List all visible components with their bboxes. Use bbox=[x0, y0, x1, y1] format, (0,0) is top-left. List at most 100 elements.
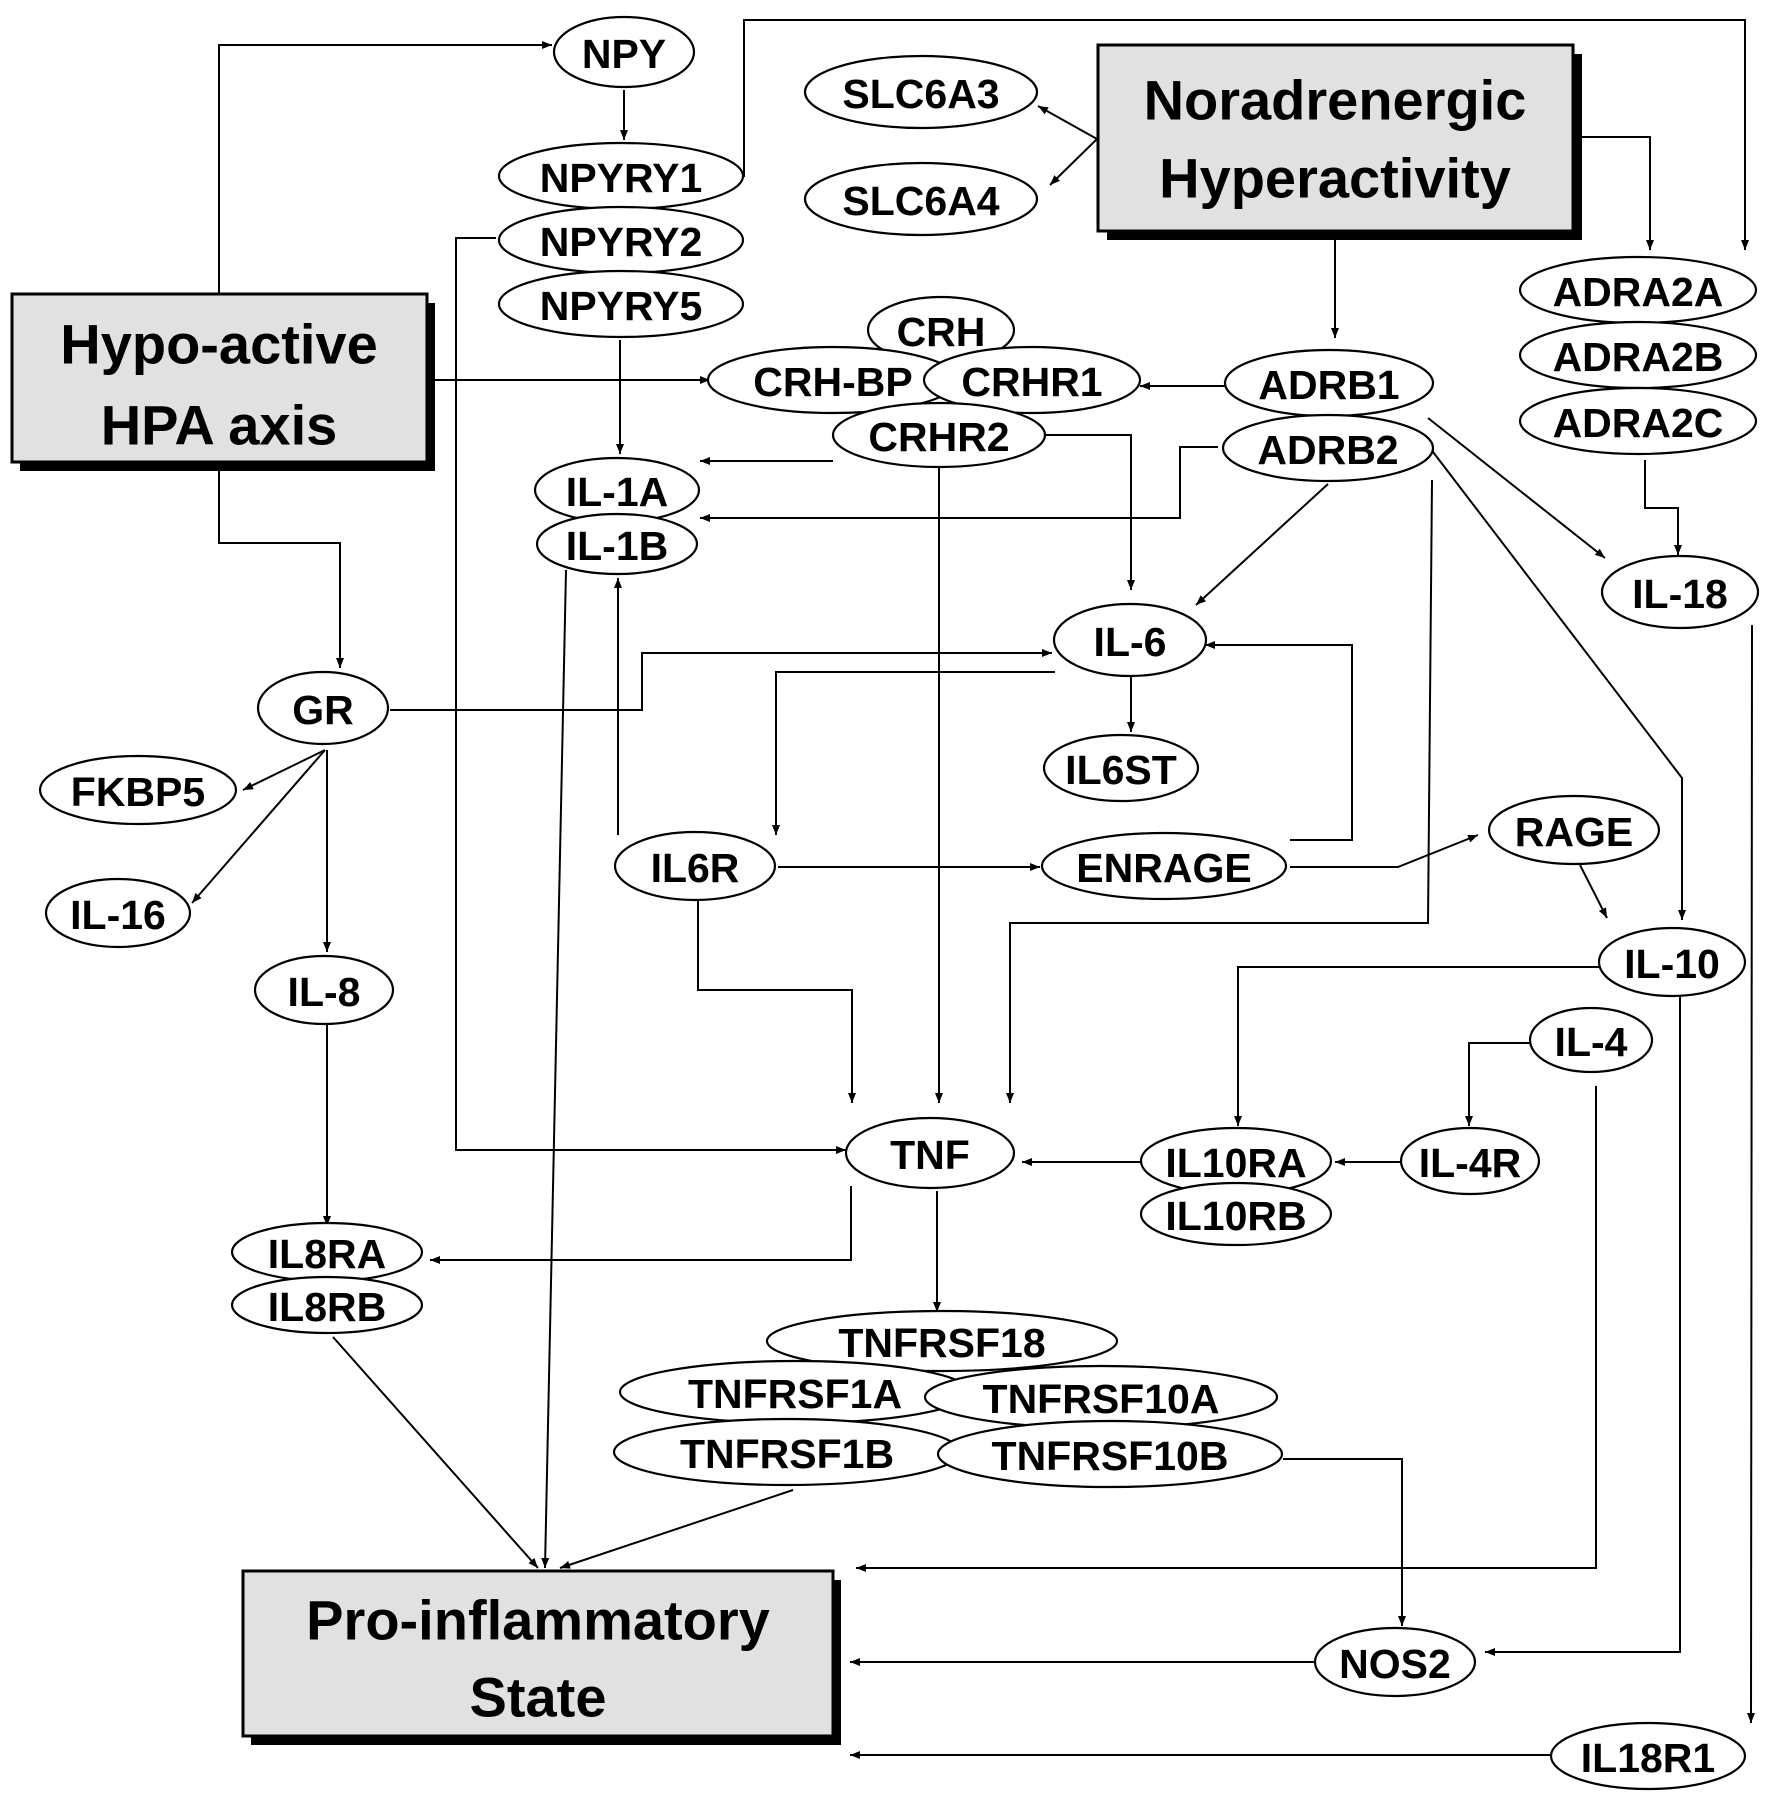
node-il10-label: IL-10 bbox=[1624, 941, 1720, 987]
edge-il6r-tnf bbox=[697, 900, 856, 1103]
node-il8rb: IL8RB bbox=[230, 1275, 424, 1335]
node-il18r1: IL18R1 bbox=[1549, 1721, 1747, 1791]
node-il16-label: IL-16 bbox=[70, 892, 166, 938]
node-il10rb: IL10RB bbox=[1139, 1181, 1333, 1247]
box-hpa-line1: Hypo-active bbox=[60, 313, 377, 376]
node-il6st-label: IL6ST bbox=[1065, 747, 1177, 793]
node-tnfrsf10b: TNFRSF10B bbox=[936, 1419, 1284, 1489]
node-npyry1-label: NPYRY1 bbox=[540, 155, 703, 201]
edge-enrage-il6 bbox=[1205, 641, 1353, 841]
box-pro-inflammatory-state: Pro-inflammatory State bbox=[241, 1569, 841, 1745]
node-fkbp5-label: FKBP5 bbox=[71, 769, 205, 815]
node-il6-label: IL-6 bbox=[1094, 619, 1167, 665]
node-npyry2-label: NPYRY2 bbox=[540, 219, 703, 265]
node-il1b: IL-1B bbox=[535, 512, 699, 576]
edge-hpa-npy bbox=[218, 41, 552, 295]
box-pro-line2: State bbox=[470, 1666, 607, 1729]
node-npyry5: NPYRY5 bbox=[497, 269, 745, 339]
edge-il1b-pro bbox=[541, 569, 567, 1569]
edge-il6-il6r bbox=[772, 671, 1055, 835]
edge-nor-adra2a bbox=[1575, 136, 1654, 250]
box-hpa-line2: HPA axis bbox=[101, 394, 338, 457]
edge-hpa-gr bbox=[218, 459, 344, 668]
node-adrb2: ADRB2 bbox=[1221, 413, 1435, 483]
node-il6r-label: IL6R bbox=[651, 845, 740, 891]
node-gr-label: GR bbox=[292, 687, 354, 733]
node-il8rb-label: IL8RB bbox=[268, 1284, 386, 1330]
node-npy: NPY bbox=[552, 15, 696, 89]
edge-enrage-rage bbox=[1290, 834, 1479, 868]
node-il8: IL-8 bbox=[253, 954, 395, 1026]
node-il10: IL-10 bbox=[1597, 926, 1747, 998]
node-tnfrsf1a: TNFRSF1A bbox=[618, 1359, 972, 1425]
box-nor-line2: Hyperactivity bbox=[1159, 147, 1511, 210]
edge-il8rb-pro bbox=[332, 1336, 539, 1569]
edges bbox=[191, 19, 1756, 1759]
node-crh-label: CRH bbox=[897, 309, 986, 355]
edge-crhr2-il6 bbox=[1045, 434, 1135, 590]
edge-rage-il10 bbox=[1579, 864, 1608, 919]
node-il10rb-label: IL10RB bbox=[1165, 1193, 1306, 1239]
edge-gr-il16 bbox=[191, 749, 326, 904]
node-slc6a3-label: SLC6A3 bbox=[842, 71, 999, 117]
node-tnfrsf1a-label: TNFRSF1A bbox=[688, 1371, 902, 1417]
edge-gr-il6 bbox=[390, 649, 1052, 711]
node-crhr1: CRHR1 bbox=[922, 345, 1142, 415]
box-pro-line1: Pro-inflammatory bbox=[306, 1589, 770, 1652]
node-tnfrsf18: TNFRSF18 bbox=[765, 1309, 1119, 1373]
node-enrage: ENRAGE bbox=[1040, 831, 1288, 901]
node-tnfrsf10a: TNFRSF10A bbox=[923, 1364, 1279, 1430]
node-il1b-label: IL-1B bbox=[566, 523, 669, 569]
node-npyry5-label: NPYRY5 bbox=[540, 283, 703, 329]
node-crhr1-label: CRHR1 bbox=[961, 359, 1102, 405]
edge-tnfrsf1b-pro bbox=[559, 1489, 794, 1569]
node-il18: IL-18 bbox=[1600, 554, 1760, 630]
node-il1a: IL-1A bbox=[533, 456, 701, 524]
node-slc6a4: SLC6A4 bbox=[803, 161, 1039, 237]
node-tnfrsf18-label: TNFRSF18 bbox=[838, 1320, 1045, 1366]
node-rage: RAGE bbox=[1487, 794, 1661, 866]
node-il6: IL-6 bbox=[1052, 602, 1208, 678]
node-tnfrsf10b-label: TNFRSF10B bbox=[992, 1433, 1229, 1479]
node-il6st: IL6ST bbox=[1042, 733, 1200, 803]
node-il8-label: IL-8 bbox=[288, 969, 361, 1015]
node-enrage-label: ENRAGE bbox=[1076, 845, 1251, 891]
node-slc6a4-label: SLC6A4 bbox=[842, 178, 999, 224]
node-tnfrsf1b-label: TNFRSF1B bbox=[680, 1431, 894, 1477]
node-adra2c: ADRA2C bbox=[1518, 386, 1758, 456]
edge-npyry2-tnf bbox=[455, 237, 846, 1154]
node-il4: IL-4 bbox=[1528, 1006, 1654, 1074]
box-noradrenergic-hyperactivity: Noradrenergic Hyperactivity bbox=[1096, 43, 1582, 240]
node-adrb2-label: ADRB2 bbox=[1257, 427, 1398, 473]
edge-tnf-il8ra bbox=[430, 1186, 852, 1264]
node-adra2b-label: ADRA2B bbox=[1553, 334, 1724, 380]
node-adra2a: ADRA2A bbox=[1518, 255, 1758, 325]
node-crhr2-label: CRHR2 bbox=[868, 414, 1009, 460]
node-tnf: TNF bbox=[844, 1116, 1016, 1190]
node-il10ra: IL10RA bbox=[1139, 1126, 1333, 1196]
edge-adrb2-il6 bbox=[1195, 483, 1329, 606]
edge-gr-fkbp5 bbox=[242, 749, 326, 791]
node-crhbp-label: CRH-BP bbox=[753, 359, 912, 405]
node-il16: IL-16 bbox=[44, 877, 192, 949]
node-slc6a3: SLC6A3 bbox=[803, 54, 1039, 130]
node-npyry1: NPYRY1 bbox=[497, 141, 745, 211]
node-il18r1-label: IL18R1 bbox=[1581, 1735, 1715, 1781]
edge-adrb2-il10 bbox=[1429, 447, 1686, 920]
node-npyry2: NPYRY2 bbox=[497, 205, 745, 275]
edge-tnfrsf10b-nos2 bbox=[1283, 1458, 1406, 1626]
node-il8ra: IL8RA bbox=[230, 1221, 424, 1283]
edge-il4-pro bbox=[856, 1086, 1597, 1572]
edge-il4-il4r bbox=[1465, 1042, 1533, 1126]
edge-il10-nos2 bbox=[1485, 996, 1681, 1656]
node-il10ra-label: IL10RA bbox=[1165, 1140, 1306, 1186]
node-npy-label: NPY bbox=[582, 31, 666, 77]
node-il18-label: IL-18 bbox=[1632, 571, 1728, 617]
node-nos2: NOS2 bbox=[1313, 1626, 1477, 1698]
node-adra2c-label: ADRA2C bbox=[1553, 400, 1724, 446]
node-adrb1-label: ADRB1 bbox=[1258, 362, 1399, 408]
node-crh: CRH bbox=[866, 295, 1016, 365]
node-rage-label: RAGE bbox=[1515, 809, 1633, 855]
node-gr: GR bbox=[256, 670, 390, 746]
